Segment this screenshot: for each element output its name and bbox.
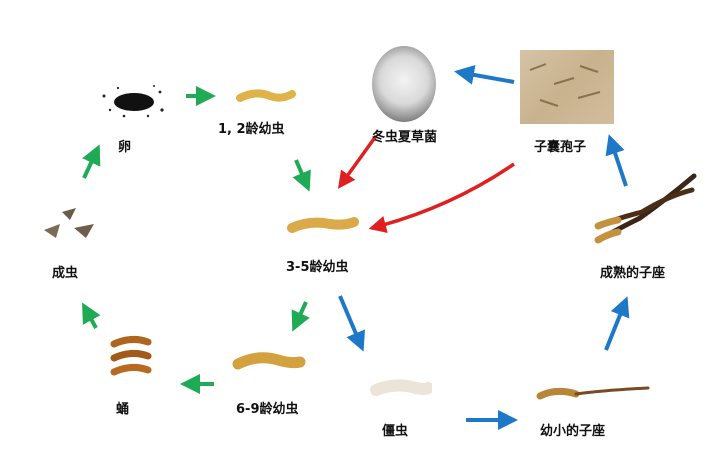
ascospore-strands	[529, 63, 601, 107]
label-young-stroma: 幼小的子座	[540, 424, 606, 439]
label-larva-3-5: 3-5龄幼虫	[286, 260, 349, 275]
adult-moth-image	[44, 208, 94, 238]
arrow-ascospore-to-cordyceps	[454, 64, 515, 85]
label-cordyceps: 冬虫夏草菌	[372, 130, 438, 145]
arrow-ascospore-to-larva35	[368, 162, 515, 233]
label-egg: 卵	[118, 140, 132, 155]
arrow-adult-to-egg	[82, 144, 101, 179]
arrow-larva12-to-larva35	[292, 159, 311, 192]
label-adult: 成虫	[52, 266, 79, 281]
mature-stroma-image	[594, 173, 697, 244]
arrow-cordyceps-to-larva35	[337, 134, 378, 189]
larva-1-2-image	[236, 89, 296, 102]
ascospore-image	[520, 50, 614, 124]
cordyceps-image	[372, 46, 436, 122]
arrow-young-to-mature-stroma	[604, 296, 630, 351]
label-pupa: 蛹	[116, 402, 130, 417]
label-larva-6-9: 6-9龄幼虫	[236, 402, 299, 417]
egg-image	[102, 85, 164, 118]
mummified-larva-image	[370, 379, 432, 396]
arrow-larva35-to-mummified	[338, 295, 365, 352]
label-larva-1-2: 1, 2龄幼虫	[218, 122, 285, 137]
young-stroma-image	[536, 386, 650, 400]
arrow-mature-stroma-to-ascospore	[605, 134, 628, 187]
arrow-larva35-to-larva69	[291, 301, 310, 332]
label-mummified-larva: 僵虫	[382, 424, 409, 439]
larva-3-5-image	[287, 217, 359, 233]
larva-6-9-image	[232, 352, 306, 370]
label-ascospore: 子囊孢子	[534, 140, 587, 155]
arrow-pupa-to-adult	[82, 302, 101, 329]
label-mature-stroma: 成熟的子座	[600, 266, 666, 281]
pupa-image	[110, 335, 152, 376]
